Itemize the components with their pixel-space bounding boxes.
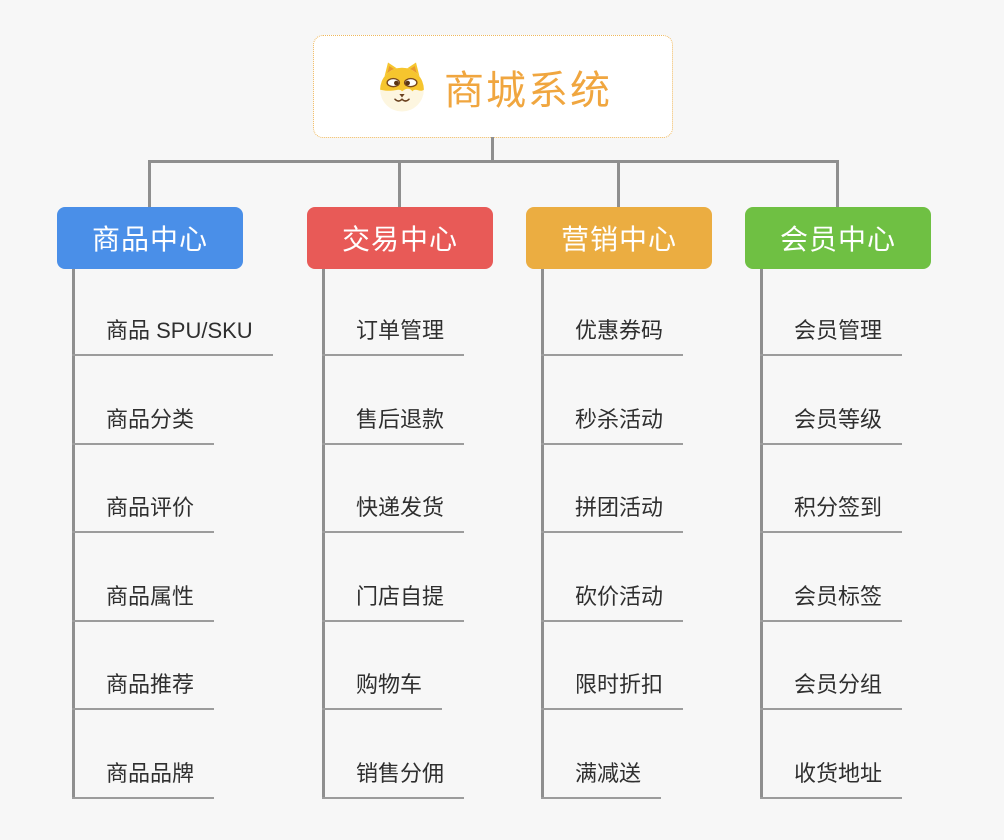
branch-label: 营销中心 bbox=[560, 224, 677, 255]
root-title: 商城系统 bbox=[444, 68, 612, 113]
connector-child-trunk bbox=[760, 269, 763, 799]
branch-label: 商品中心 bbox=[91, 224, 208, 255]
leaf-node[interactable]: 订单管理 bbox=[322, 316, 465, 356]
leaf-node[interactable]: 快递发货 bbox=[322, 493, 465, 533]
leaf-node[interactable]: 会员分组 bbox=[760, 670, 903, 710]
dog-logo-icon bbox=[380, 62, 424, 111]
leaf-node[interactable]: 商品评价 bbox=[72, 493, 215, 533]
branch-label: 会员中心 bbox=[779, 224, 896, 255]
connector-branch-drop bbox=[836, 160, 839, 207]
leaf-node[interactable]: 积分签到 bbox=[760, 493, 903, 533]
connector-spine bbox=[149, 160, 839, 163]
leaf-node[interactable]: 商品推荐 bbox=[72, 670, 215, 710]
connector-child-trunk bbox=[322, 269, 325, 799]
leaf-node[interactable]: 限时折扣 bbox=[541, 670, 684, 710]
leaf-node[interactable]: 商品属性 bbox=[72, 582, 215, 622]
leaf-node[interactable]: 优惠券码 bbox=[541, 316, 684, 356]
connector-branch-drop bbox=[398, 160, 401, 207]
leaf-node[interactable]: 购物车 bbox=[322, 670, 443, 710]
leaf-node[interactable]: 砍价活动 bbox=[541, 582, 684, 622]
leaf-node[interactable]: 满减送 bbox=[541, 759, 662, 799]
branch-node[interactable]: 营销中心 bbox=[526, 207, 712, 269]
branch-node[interactable]: 商品中心 bbox=[57, 207, 243, 269]
leaf-node[interactable]: 销售分佣 bbox=[322, 759, 465, 799]
leaf-node[interactable]: 售后退款 bbox=[322, 405, 465, 445]
connector-root-trunk bbox=[491, 137, 494, 162]
branch-node[interactable]: 交易中心 bbox=[307, 207, 493, 269]
leaf-node[interactable]: 会员标签 bbox=[760, 582, 903, 622]
leaf-node[interactable]: 商品 SPU/SKU bbox=[72, 316, 273, 356]
leaf-node[interactable]: 收货地址 bbox=[760, 759, 903, 799]
leaf-node[interactable]: 门店自提 bbox=[322, 582, 465, 622]
leaf-node[interactable]: 拼团活动 bbox=[541, 493, 684, 533]
connector-branch-drop bbox=[148, 160, 151, 207]
branch-label: 交易中心 bbox=[341, 224, 458, 255]
connector-branch-drop bbox=[617, 160, 620, 207]
connector-child-trunk bbox=[72, 269, 75, 799]
connector-child-trunk bbox=[541, 269, 544, 799]
leaf-node[interactable]: 秒杀活动 bbox=[541, 405, 684, 445]
root-node[interactable]: 商城系统 bbox=[313, 35, 673, 138]
leaf-node[interactable]: 会员等级 bbox=[760, 405, 903, 445]
leaf-node[interactable]: 会员管理 bbox=[760, 316, 903, 356]
leaf-node[interactable]: 商品品牌 bbox=[72, 759, 215, 799]
leaf-node[interactable]: 商品分类 bbox=[72, 405, 215, 445]
branch-node[interactable]: 会员中心 bbox=[745, 207, 931, 269]
